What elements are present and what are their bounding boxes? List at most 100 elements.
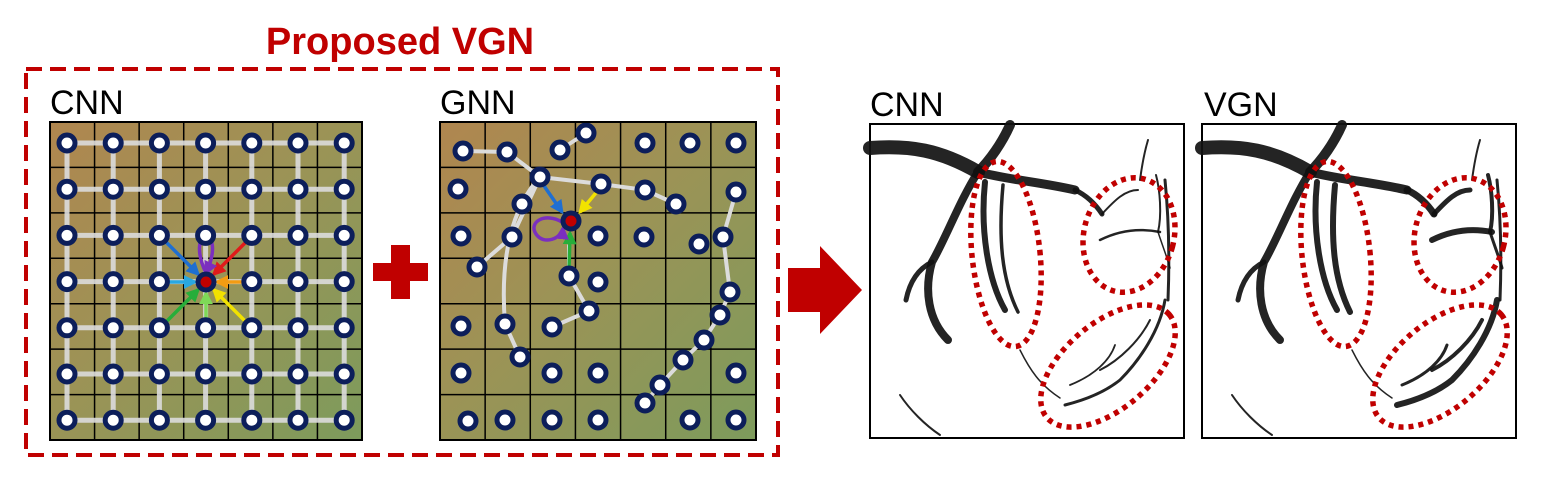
graph-node (102, 178, 124, 200)
figure-title: Proposed VGN (266, 21, 534, 63)
graph-node (241, 224, 263, 246)
graph-node (665, 193, 687, 215)
graph-node (102, 409, 124, 431)
graph-node (56, 409, 78, 431)
message-arrow (562, 230, 577, 273)
vessel-segment (1139, 139, 1149, 181)
vessel-segment (863, 140, 985, 179)
graph-node (725, 132, 747, 154)
graph-node (634, 392, 656, 414)
graph-edge (538, 175, 678, 206)
vessel-segment (1495, 178, 1503, 302)
graph-node (56, 363, 78, 385)
graph-node (102, 363, 124, 385)
graph-node (541, 409, 563, 431)
graph-node (333, 363, 355, 385)
graph-node (693, 329, 715, 351)
vessel-segment (1163, 178, 1171, 302)
graph-node (587, 225, 609, 247)
cnn-grid-panel (49, 121, 363, 441)
highlight-ellipses-vgn (1298, 158, 1510, 430)
label-vgn-output: VGN (1204, 86, 1278, 124)
graph-node (148, 409, 170, 431)
vessel-segment (1312, 179, 1340, 313)
graph-node (333, 178, 355, 200)
vessel-segment (1305, 167, 1412, 195)
graph-node (725, 181, 747, 203)
graph-node (578, 300, 600, 322)
graph-node (634, 179, 656, 201)
vessel-segment (1403, 186, 1438, 218)
graph-node (333, 271, 355, 293)
graph-node (529, 166, 551, 188)
graph-node (709, 304, 731, 326)
graph-node (447, 178, 469, 200)
cnn-output-panel (863, 120, 1185, 439)
graph-node (558, 265, 580, 287)
graph-node (195, 132, 217, 154)
vessel-segment (1429, 227, 1495, 243)
graph-node (333, 224, 355, 246)
graph-node (450, 315, 472, 337)
graph-node (148, 363, 170, 385)
graph-node (466, 256, 488, 278)
graph-node (102, 224, 124, 246)
vessel-segment (1394, 297, 1500, 408)
highlight-ellipses-cnn (968, 158, 1178, 430)
graph-node (102, 317, 124, 339)
graph-node (287, 409, 309, 431)
graph-node (501, 226, 523, 248)
graph-node (450, 225, 472, 247)
graph-node (725, 362, 747, 384)
graph-node (452, 140, 474, 162)
vessel-segment (1099, 319, 1151, 371)
vessel-segment (999, 183, 1020, 314)
vessel-segment (1430, 318, 1484, 372)
graph-node (56, 132, 78, 154)
graph-node (148, 178, 170, 200)
graph-node (457, 410, 479, 432)
vessel-segment (973, 167, 1080, 195)
graph-node (241, 409, 263, 431)
vessel-segment (1063, 298, 1167, 407)
graph-node (649, 374, 671, 396)
graph-node (712, 226, 734, 248)
self-loop-arrow (532, 216, 569, 242)
graph-node (241, 317, 263, 339)
vessel-segment (1195, 140, 1317, 179)
graph-node (719, 281, 741, 303)
graph-node (679, 409, 701, 431)
graph-node (287, 317, 309, 339)
graph-node (287, 271, 309, 293)
gnn-graph-panel (439, 121, 757, 441)
graph-node (195, 178, 217, 200)
graph-node (195, 317, 217, 339)
center-node (560, 210, 582, 232)
graph-node (590, 173, 612, 195)
graph-node (148, 224, 170, 246)
graph-node (450, 362, 472, 384)
vessel-segment (1486, 173, 1495, 234)
graph-node (333, 317, 355, 339)
graph-node (679, 132, 701, 154)
vessel-segment (1400, 343, 1449, 387)
graph-node (56, 224, 78, 246)
graph-node (287, 224, 309, 246)
graph-node (511, 193, 533, 215)
vessel-segment (1235, 259, 1267, 303)
graph-node (56, 271, 78, 293)
graph-node (241, 178, 263, 200)
vessel-segment (1101, 189, 1139, 215)
vessel-segment (1329, 182, 1353, 315)
plus-icon (373, 245, 428, 299)
label-gnn-graph: GNN (440, 84, 516, 122)
vessel-segment (1069, 344, 1116, 386)
vessel-segment (899, 394, 941, 436)
graph-node (549, 139, 571, 161)
graph-node (496, 141, 518, 163)
graph-node (587, 271, 609, 293)
graph-node (575, 122, 597, 144)
graph-node (688, 233, 710, 255)
vessel-segment (1431, 187, 1473, 217)
